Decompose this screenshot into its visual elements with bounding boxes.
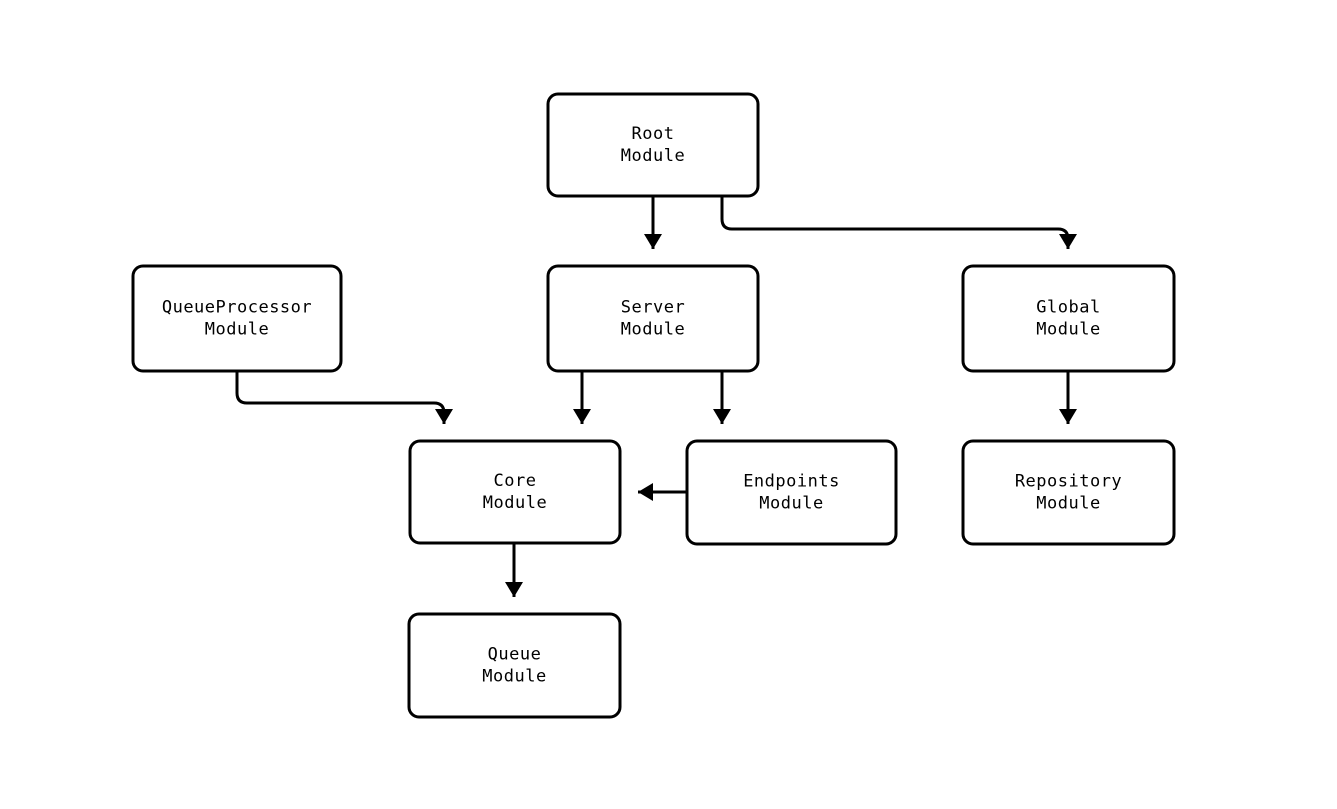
node-endpoints-label-line2: Module	[759, 494, 823, 514]
arrow-server-to-core-icon	[573, 409, 591, 424]
node-core-label-line1: Core	[494, 471, 537, 491]
node-repository-label-line1: Repository	[1015, 472, 1122, 492]
node-global-label-line2: Module	[1036, 320, 1100, 340]
node-global-box[interactable]	[961, 264, 1176, 373]
arrow-root-to-global-icon	[1059, 234, 1077, 249]
arrow-core-to-queue-icon	[505, 582, 523, 597]
node-root-label-line2: Module	[621, 146, 685, 166]
arrowheads-layer	[435, 234, 1077, 597]
node-repository-box[interactable]	[961, 439, 1176, 546]
node-endpoints-label-line1: Endpoints	[743, 472, 840, 492]
node-repository-label-line2: Module	[1036, 494, 1100, 514]
arrow-queueprocessor-to-core-icon	[435, 409, 453, 424]
node-server-label-line1: Server	[621, 298, 685, 318]
node-queue-box[interactable]	[407, 612, 622, 719]
node-core-label-line2: Module	[483, 493, 547, 513]
node-endpoints-box[interactable]	[685, 439, 898, 546]
nodes-layer: RootModuleQueueProcessorModuleServerModu…	[131, 92, 1176, 719]
arrow-server-to-endpoints-icon	[713, 409, 731, 424]
edge-queueprocessor-to-core	[235, 371, 446, 424]
node-queue-label-line2: Module	[482, 667, 546, 687]
node-root-label-line1: Root	[632, 124, 675, 144]
arrow-root-to-server-icon	[644, 234, 662, 249]
node-core-box[interactable]	[408, 439, 622, 545]
node-global-label-line1: Global	[1036, 298, 1100, 318]
node-server-box[interactable]	[546, 264, 760, 373]
node-queueprocessor-label-line1: QueueProcessor	[162, 298, 312, 318]
node-root-box[interactable]	[546, 92, 760, 198]
node-queueprocessor-label-line2: Module	[205, 320, 269, 340]
node-server-label-line2: Module	[621, 320, 685, 340]
arrow-endpoints-to-core-icon	[638, 483, 653, 501]
edge-root-to-global	[720, 196, 1070, 249]
node-queueprocessor-box[interactable]	[131, 264, 343, 373]
node-queue-label-line1: Queue	[488, 645, 542, 665]
edges-layer	[235, 196, 1070, 597]
arrow-global-to-repository-icon	[1059, 409, 1077, 424]
